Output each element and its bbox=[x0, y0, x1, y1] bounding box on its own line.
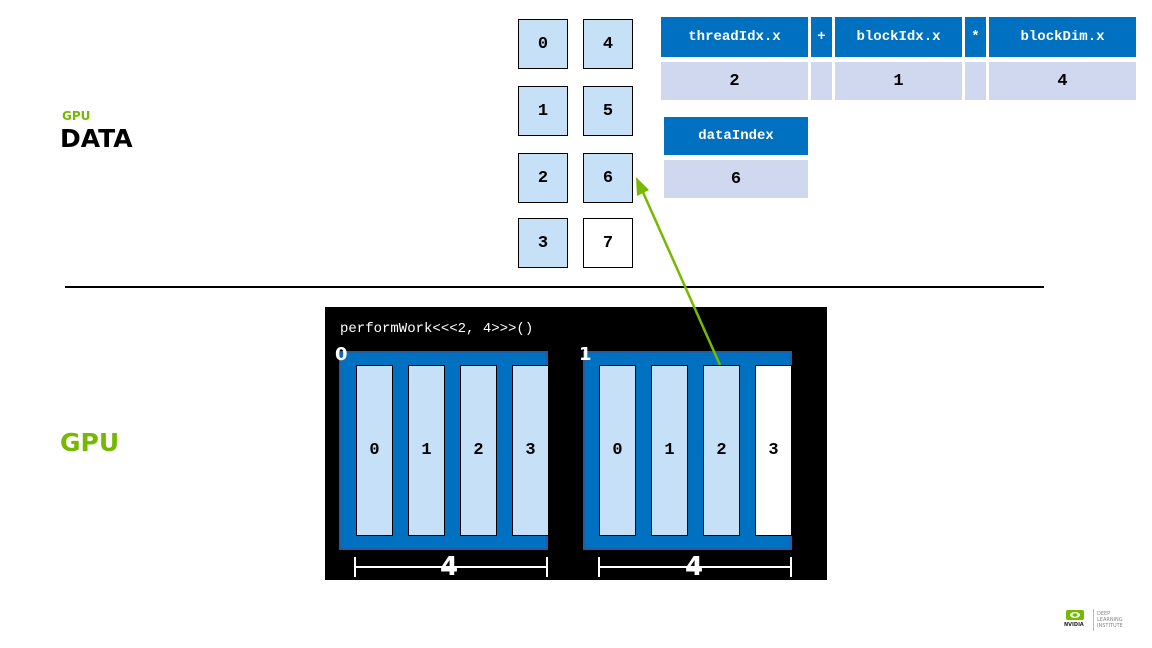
blockidx-value: 1 bbox=[835, 62, 962, 100]
data-cell: 5 bbox=[583, 86, 633, 136]
blockdim-value: 4 bbox=[989, 62, 1136, 100]
nvidia-eye-icon bbox=[1066, 610, 1084, 620]
block-dim-bracket-1 bbox=[598, 557, 792, 577]
logo-line-1: DEEP bbox=[1097, 611, 1111, 617]
data-cell: 4 bbox=[583, 19, 633, 69]
block-dim-bracket-0 bbox=[354, 557, 548, 577]
threadidx-header: threadIdx.x bbox=[661, 17, 808, 57]
multiply-operator: * bbox=[965, 17, 986, 57]
arrow-head-icon bbox=[636, 177, 649, 196]
data-index-value: 6 bbox=[664, 160, 808, 198]
logo-line-2: LEARNING bbox=[1097, 617, 1123, 623]
thread: 0 bbox=[356, 365, 393, 536]
nvidia-dli-logo: NVIDIA DEEP LEARNING INSTITUTE bbox=[1064, 609, 1134, 633]
thread: 3 bbox=[512, 365, 549, 536]
thread: 2 bbox=[460, 365, 497, 536]
threadidx-value: 2 bbox=[661, 62, 808, 100]
logo-line-3: INSTITUTE bbox=[1097, 623, 1123, 629]
data-cell: 3 bbox=[518, 218, 568, 268]
data-cell: 2 bbox=[518, 153, 568, 203]
blockdim-header: blockDim.x bbox=[989, 17, 1136, 57]
gpu-section-label: GPU bbox=[60, 428, 120, 457]
mapping-arrow bbox=[640, 189, 722, 366]
section-divider bbox=[65, 286, 1044, 288]
formula-spacer bbox=[811, 62, 832, 100]
data-cell: 1 bbox=[518, 86, 568, 136]
block-dim-label: 4 bbox=[440, 552, 459, 582]
block-index-label: 1 bbox=[579, 344, 592, 365]
logo-divider bbox=[1093, 609, 1094, 631]
block-dim-label: 4 bbox=[685, 552, 704, 582]
thread: 1 bbox=[408, 365, 445, 536]
formula-spacer bbox=[965, 62, 986, 100]
thread-active: 2 bbox=[703, 365, 740, 536]
thread: 1 bbox=[651, 365, 688, 536]
block-index-label: 0 bbox=[335, 344, 348, 365]
data-index-header: dataIndex bbox=[664, 117, 808, 155]
data-section-label: DATA bbox=[60, 124, 133, 153]
thread: 3 bbox=[755, 365, 792, 536]
thread: 0 bbox=[599, 365, 636, 536]
gpu-small-label: GPU bbox=[62, 109, 91, 123]
kernel-launch-call: performWork<<<2, 4>>>() bbox=[340, 321, 534, 337]
data-cell-target: 6 bbox=[583, 153, 633, 203]
nvidia-wordmark: NVIDIA bbox=[1064, 622, 1084, 628]
data-cell: 0 bbox=[518, 19, 568, 69]
data-cell: 7 bbox=[583, 218, 633, 268]
blockidx-header: blockIdx.x bbox=[835, 17, 962, 57]
plus-operator: + bbox=[811, 17, 832, 57]
